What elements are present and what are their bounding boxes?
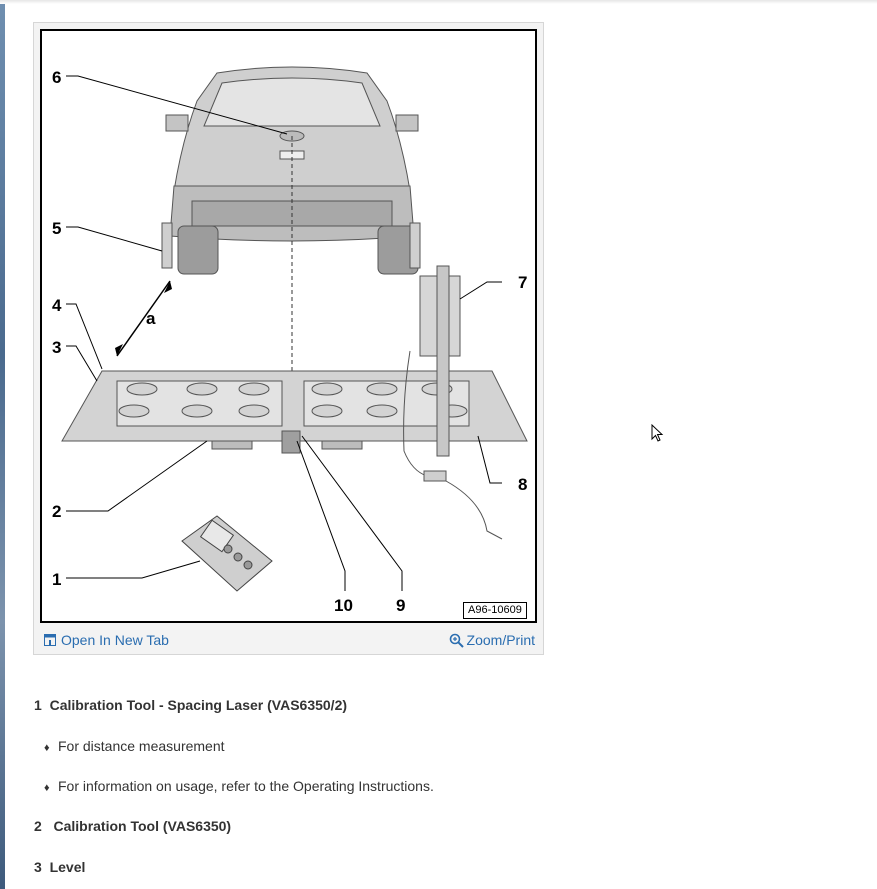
callout-10: 10 bbox=[334, 596, 353, 615]
callout-4: 4 bbox=[52, 296, 62, 315]
open-in-new-tab-link[interactable]: Open In New Tab bbox=[44, 632, 169, 648]
zoom-print-link[interactable]: Zoom/Print bbox=[449, 632, 535, 648]
spacing-laser-device bbox=[181, 515, 273, 592]
figure-toolbar: Open In New Tab Zoom/Print bbox=[40, 629, 537, 651]
target-right bbox=[409, 222, 421, 269]
diamond-bullet-icon: ♦ bbox=[44, 782, 50, 794]
distance-label: a bbox=[146, 309, 156, 328]
mouse-pointer-icon bbox=[651, 424, 664, 442]
open-tab-icon bbox=[44, 634, 56, 646]
legend-bullet: ♦ For information on usage, refer to the … bbox=[44, 778, 434, 794]
open-tab-label: Open In New Tab bbox=[61, 632, 169, 648]
callout-1: 1 bbox=[52, 570, 61, 589]
diamond-bullet-icon: ♦ bbox=[44, 742, 50, 754]
callout-7: 7 bbox=[518, 273, 527, 292]
leader-lines bbox=[66, 75, 502, 591]
callout-5: 5 bbox=[52, 219, 61, 238]
figure-image[interactable]: 6 5 4 3 2 1 7 8 9 10 a A96-10609 bbox=[40, 29, 537, 623]
callout-2: 2 bbox=[52, 502, 61, 521]
zoom-icon bbox=[449, 633, 464, 648]
legend-item-1: 1 Calibration Tool - Spacing Laser (VAS6… bbox=[34, 697, 347, 713]
legend-item-number: 1 bbox=[34, 697, 42, 713]
callout-6: 6 bbox=[52, 68, 61, 87]
figure-id-label: A96-10609 bbox=[463, 602, 527, 619]
bullet-text: For information on usage, refer to the O… bbox=[58, 778, 434, 794]
bullet-text: For distance measurement bbox=[58, 738, 225, 754]
legend-item-3: 3 Level bbox=[34, 859, 85, 875]
legend-item-title: Calibration Tool - Spacing Laser (VAS635… bbox=[49, 697, 348, 713]
top-shadow bbox=[0, 0, 877, 4]
column-laser-unit bbox=[403, 265, 503, 540]
legend-item-title: Calibration Tool (VAS6350) bbox=[53, 818, 232, 834]
background-window-edge bbox=[0, 0, 5, 889]
legend-item-title: Level bbox=[49, 859, 86, 875]
callout-3: 3 bbox=[52, 338, 61, 357]
callout-8: 8 bbox=[518, 475, 527, 494]
calibration-illustration: 6 5 4 3 2 1 7 8 9 10 a bbox=[52, 66, 528, 615]
target-left bbox=[161, 222, 173, 269]
distance-arrow bbox=[116, 280, 171, 357]
legend-item-number: 3 bbox=[34, 859, 42, 875]
legend-item-2: 2 Calibration Tool (VAS6350) bbox=[34, 818, 231, 834]
legend-bullet: ♦ For distance measurement bbox=[44, 738, 225, 754]
zoom-print-label: Zoom/Print bbox=[466, 632, 535, 648]
callout-9: 9 bbox=[396, 596, 405, 615]
legend-item-number: 2 bbox=[34, 818, 42, 834]
calibration-platform bbox=[61, 370, 528, 454]
figure-card: 6 5 4 3 2 1 7 8 9 10 a A96-10609 Open In… bbox=[33, 22, 544, 655]
